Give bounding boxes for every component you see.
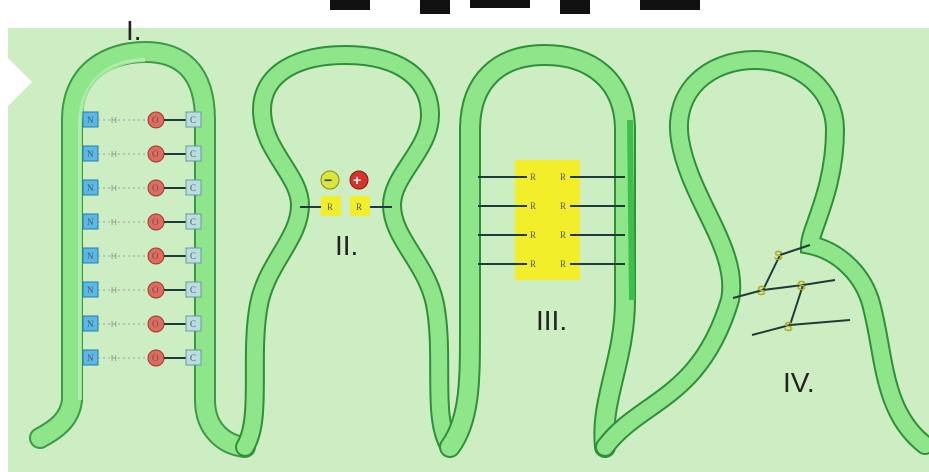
r-group-label: R [560, 259, 566, 269]
nitrogen-atom-label: N [87, 115, 94, 125]
r-group-label: R [560, 172, 566, 182]
carbon-atom-label: C [190, 115, 196, 125]
carbon-atom-label: C [190, 183, 196, 193]
sulfur-atom: S [784, 319, 793, 334]
carbon-atom-label: C [190, 319, 196, 329]
negative-charge-sign: − [324, 172, 332, 188]
panel-ii-label: II. [335, 230, 358, 261]
carbon-atom-label: C [190, 149, 196, 159]
r-group-label: R [530, 172, 536, 182]
nitrogen-atom-label: N [87, 217, 94, 227]
panel-iii-label: III. [536, 305, 567, 336]
r-group-label: R [530, 230, 536, 240]
r-group-label: R [560, 230, 566, 240]
nitrogen-atom-label: N [87, 149, 94, 159]
ribbon-iii-shadow [630, 120, 632, 300]
nitrogen-atom-label: N [87, 319, 94, 329]
carbon-atom-label: C [190, 353, 196, 363]
nitrogen-atom-label: N [87, 251, 94, 261]
sulfur-atom: S [757, 283, 766, 298]
nitrogen-atom-label: N [87, 353, 94, 363]
sulfur-atom: S [797, 278, 806, 293]
positive-charge-sign: + [353, 172, 361, 188]
r-group-label: R [530, 201, 536, 211]
oxygen-atom-label: O [152, 149, 159, 159]
nitrogen-atom-label: N [87, 285, 94, 295]
oxygen-atom-label: O [152, 115, 159, 125]
cropped-caption-strokes [330, 0, 700, 14]
oxygen-atom-label: O [152, 183, 159, 193]
nitrogen-atom-label: N [87, 183, 94, 193]
sulfur-atom: S [774, 248, 783, 263]
oxygen-atom-label: O [152, 217, 159, 227]
r-group-label: R [560, 201, 566, 211]
r-group-left-label: R [327, 202, 333, 212]
r-group-right-label: R [356, 202, 362, 212]
oxygen-atom-label: O [152, 251, 159, 261]
panel-iv-label: IV. [783, 367, 815, 398]
r-group-label: R [530, 259, 536, 269]
carbon-atom-label: C [190, 251, 196, 261]
oxygen-atom-label: O [152, 319, 159, 329]
carbon-atom-label: C [190, 285, 196, 295]
oxygen-atom-label: O [152, 353, 159, 363]
oxygen-atom-label: O [152, 285, 159, 295]
carbon-atom-label: C [190, 217, 196, 227]
panel-i-label: I. [126, 15, 142, 46]
